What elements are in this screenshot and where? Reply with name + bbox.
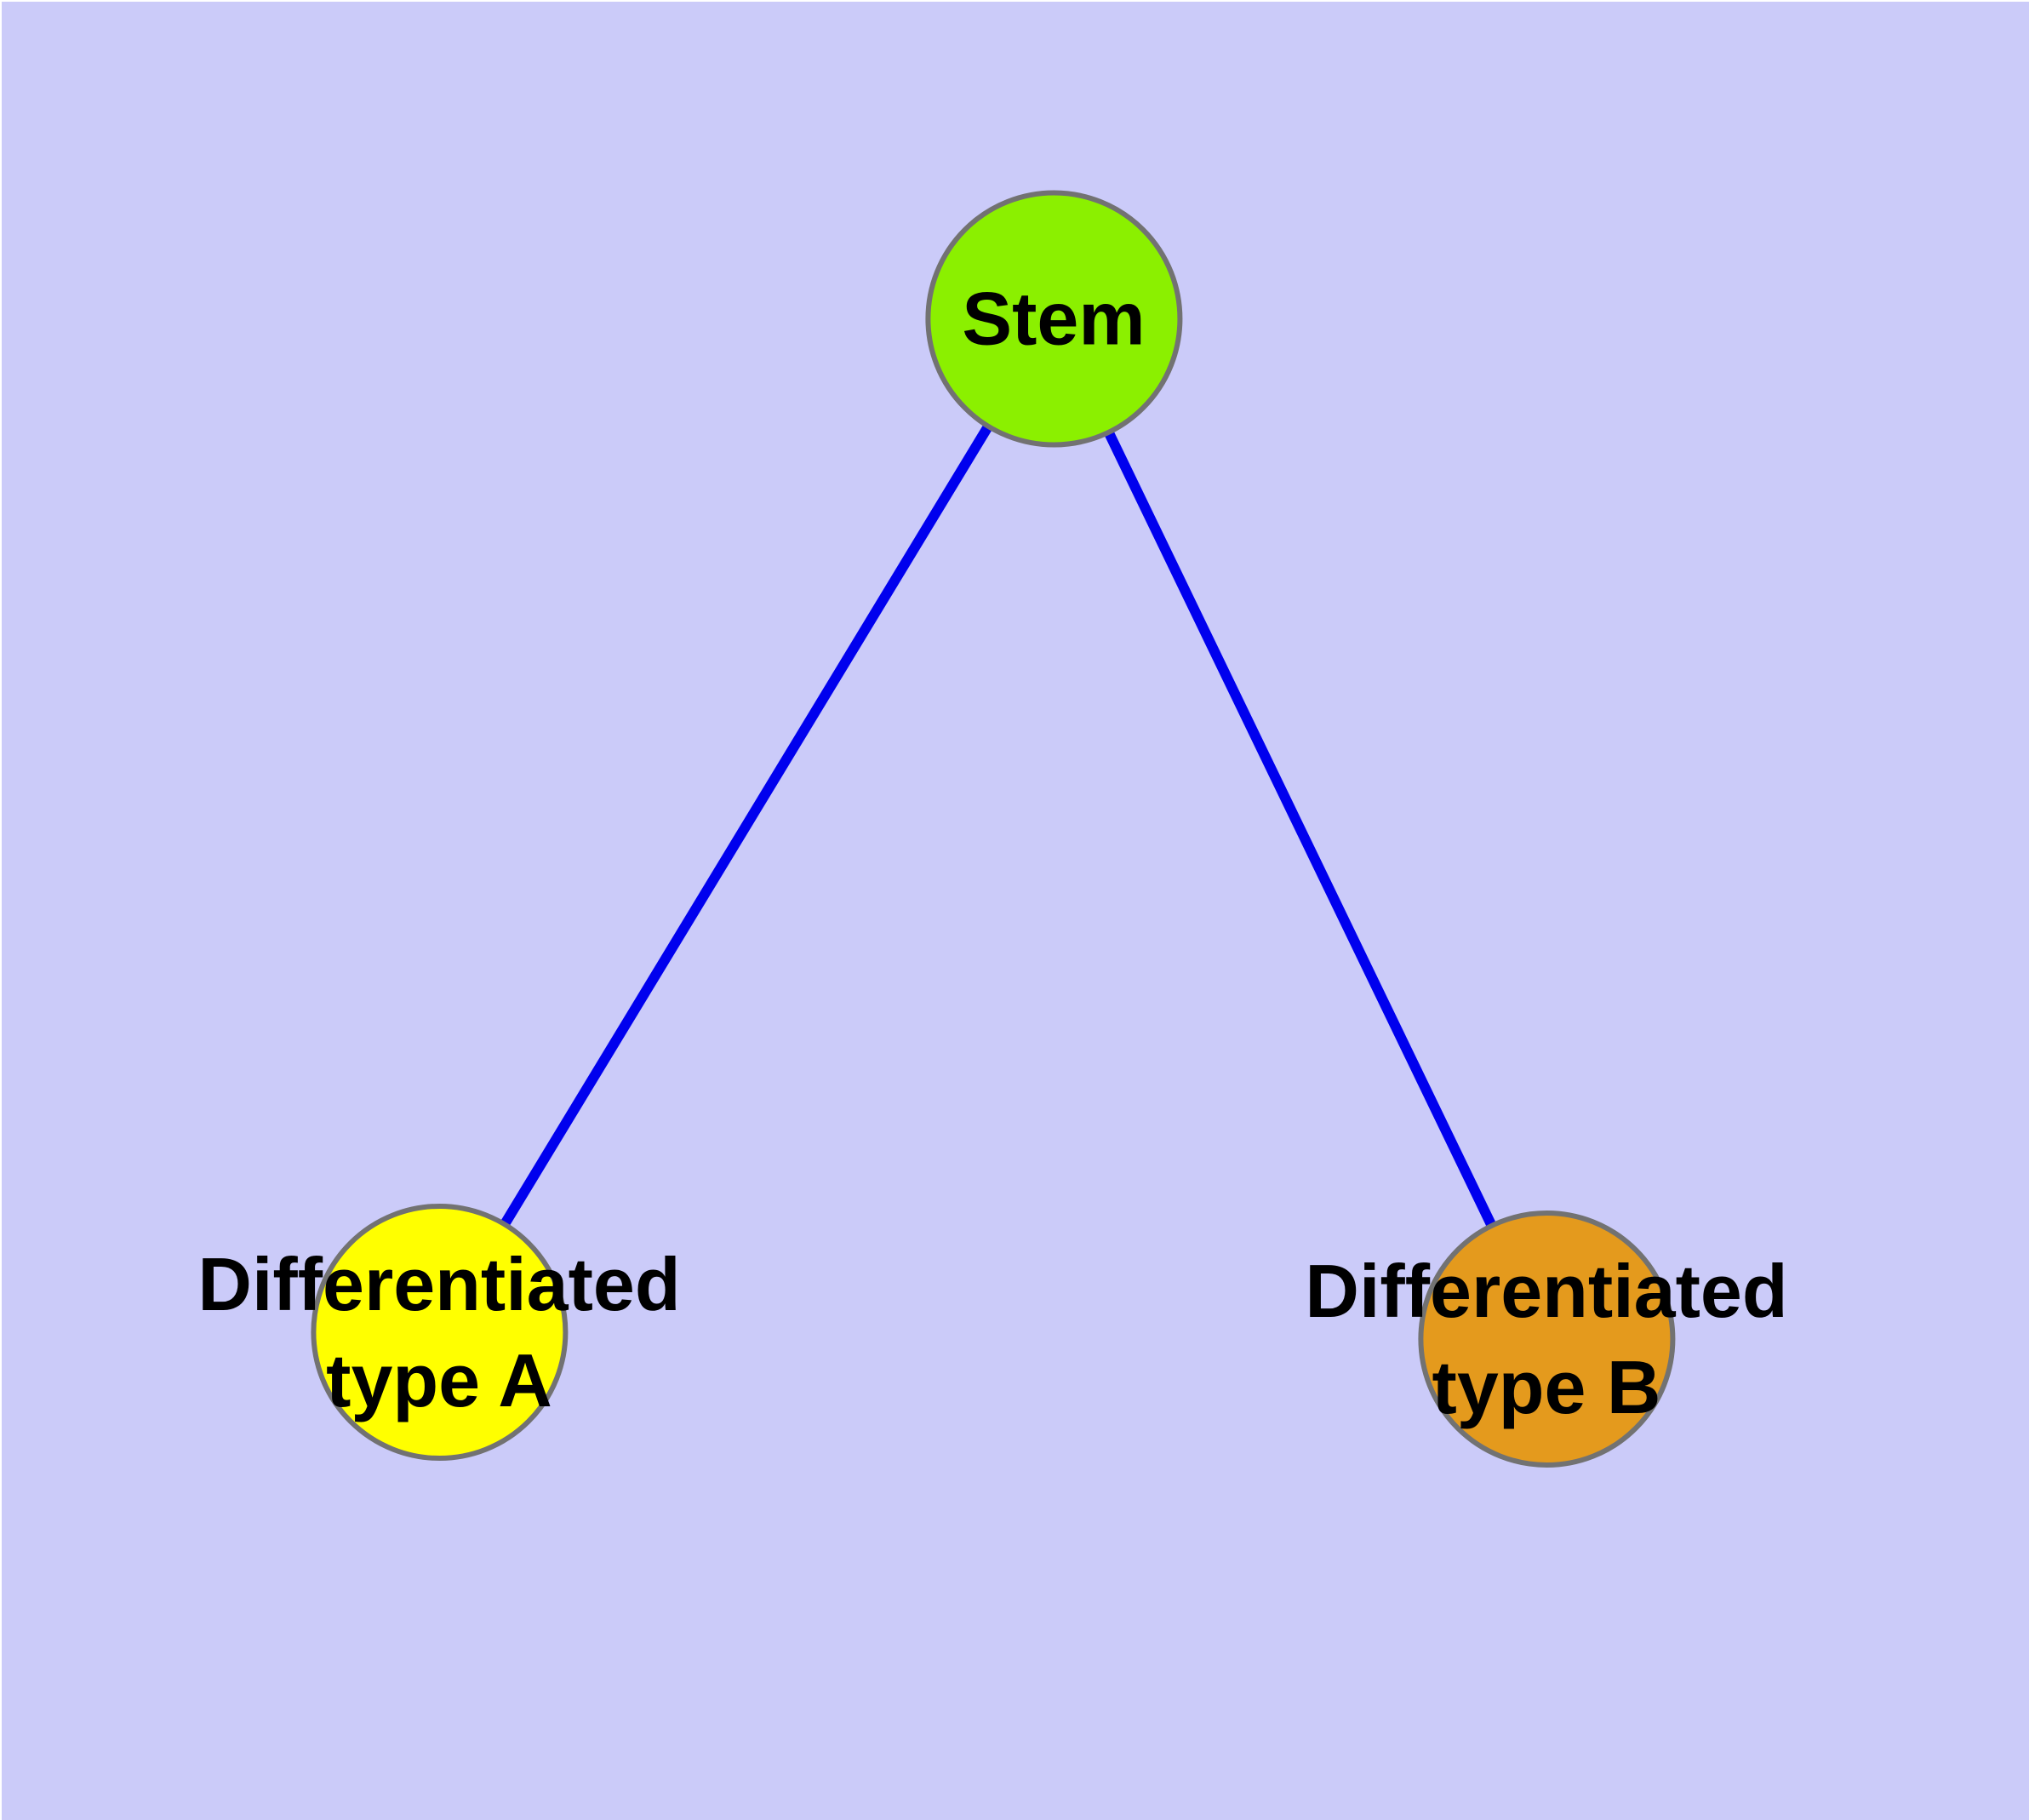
- node-stem-circle: [925, 190, 1182, 447]
- edge-stem-to-type-b: [1049, 316, 1552, 1342]
- node-differentiated-type-b-label: Differentiated type B: [1305, 1249, 1788, 1429]
- node-differentiated-type-a-label: Differentiated type A: [197, 1242, 681, 1422]
- node-stem: Stem: [925, 190, 1182, 447]
- node-stem-label: Stem: [962, 276, 1146, 361]
- node-differentiated-type-a-circle: [311, 1204, 568, 1461]
- edge-stem-to-type-a: [434, 315, 1059, 1336]
- node-differentiated-type-b-circle: [1418, 1210, 1675, 1468]
- node-differentiated-type-a: Differentiated type A: [197, 1204, 681, 1461]
- node-differentiated-type-b: Differentiated type B: [1305, 1210, 1788, 1468]
